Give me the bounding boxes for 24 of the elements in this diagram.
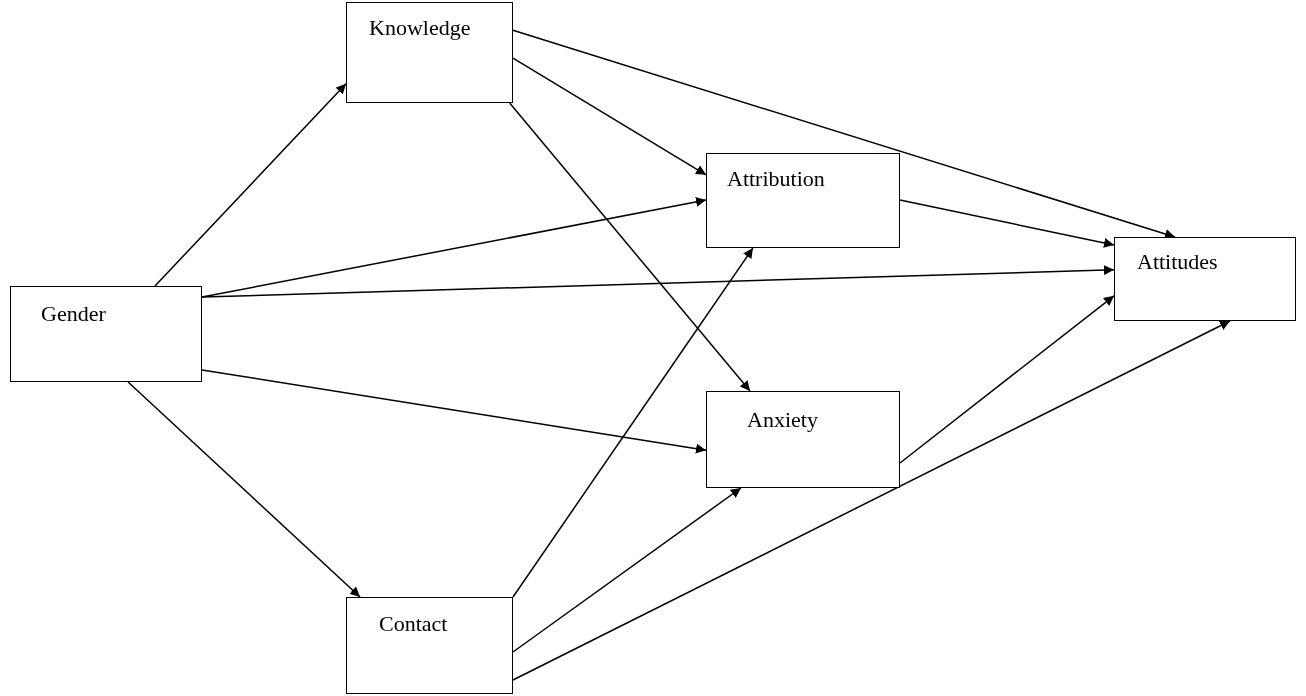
variable-box [706,153,900,248]
arrow [512,320,1231,681]
arrow [512,29,1176,239]
arrow [899,295,1115,464]
variable-label: Contact [379,613,448,635]
arrow [201,265,1115,298]
arrow [508,102,751,392]
variable-box [1114,237,1296,321]
arrow [127,381,361,598]
arrow [512,487,742,653]
variable-label: Anxiety [747,409,818,431]
arrow [512,57,707,176]
arrow [899,199,1115,248]
arrow [154,83,347,287]
variable-box [706,391,900,488]
variable-label: Knowledge [369,17,471,39]
variable-box [346,2,513,103]
variable-box [10,286,202,382]
variable-label: Gender [41,303,106,325]
arrow [512,247,754,598]
arrow [201,369,707,454]
variable-box [346,597,513,694]
variable-label: Attitudes [1137,251,1218,273]
variable-label: Attribution [727,168,825,190]
